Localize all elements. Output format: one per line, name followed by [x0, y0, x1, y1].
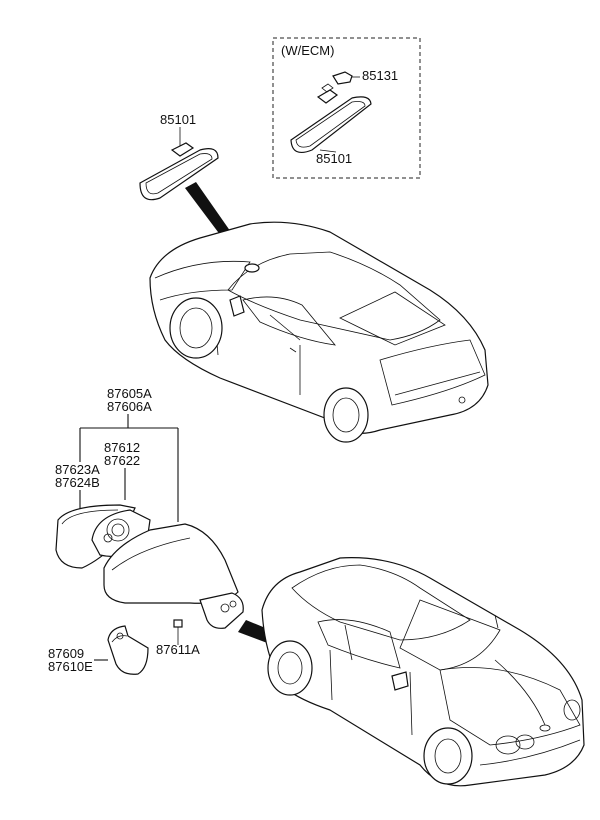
mirror-screw-part — [173, 619, 183, 645]
outside-mirror-callouts: 87605A 87606A 87612 87622 87623A 87624B — [55, 386, 179, 522]
interior-mirror-part — [139, 142, 219, 201]
ecm-box-title: (W/ECM) — [281, 43, 334, 58]
lower-car-illustration — [261, 557, 585, 787]
ecm-mirror-part — [290, 83, 372, 153]
assembly-lh-label: 87605A — [107, 386, 152, 401]
cover-rh-label: 87610E — [48, 659, 93, 674]
housing-rh-label: 87624B — [55, 475, 100, 490]
upper-car-illustration — [149, 221, 489, 443]
ecm-mirror-label: 85101 — [316, 151, 352, 166]
cover-lh-label: 87609 — [48, 646, 84, 661]
housing-lh-label: 87623A — [55, 462, 100, 477]
mirror-housing-part — [103, 523, 244, 629]
ecm-bracket-label: 85131 — [362, 68, 398, 83]
mirror-cover-part — [107, 625, 149, 675]
screw-label: 87611A — [156, 642, 200, 657]
ecm-bracket-85131-part — [332, 71, 360, 85]
assembly-rh-label: 87606A — [107, 399, 152, 414]
glass-rh-label: 87622 — [104, 453, 140, 468]
ecm-option-box: (W/ECM) 85131 85101 — [272, 37, 421, 179]
glass-lh-label: 87612 — [104, 440, 140, 455]
interior-mirror-label: 85101 — [160, 112, 196, 127]
